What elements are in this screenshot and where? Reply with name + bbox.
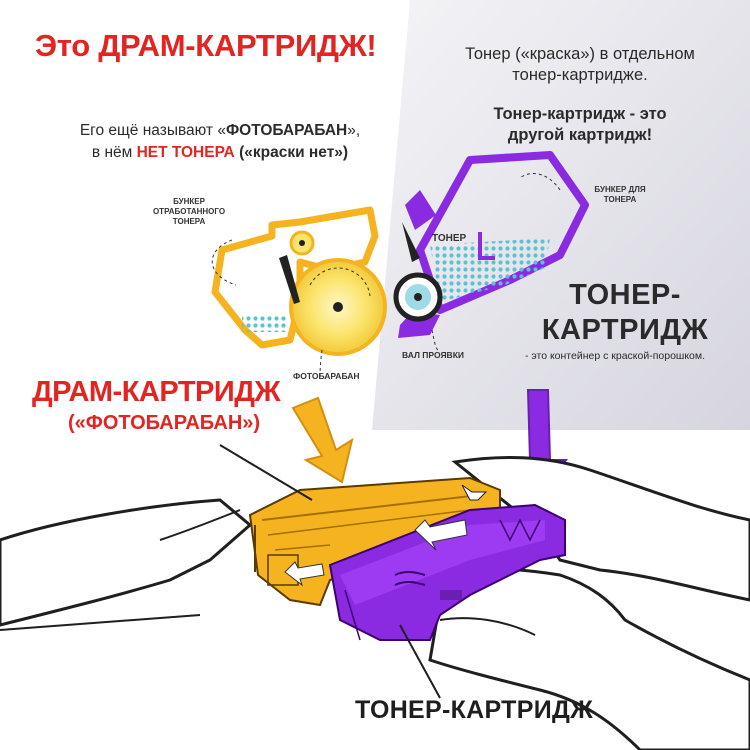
subtitle-line1-prefix: Его ещё называют « (79, 122, 226, 139)
drum-arrow (291, 396, 354, 484)
insert-arrows (284, 519, 468, 587)
title-emphasis: ДРАМ-КАРТРИДЖ! (98, 28, 377, 63)
photodrum-label: ФОТОБАРАБАН (293, 371, 360, 381)
drum-cartridge-title: ДРАМ-КАРТРИДЖ (32, 376, 281, 408)
subtitle-line1-suffix: », (347, 122, 361, 139)
toner-leader-line (399, 624, 441, 699)
bottom-toner-label: ТОНЕР-КАРТРИДЖ (355, 696, 594, 724)
subtitle-line2-red: НЕТ ТОНЕРА (136, 144, 235, 161)
background-panel (372, 0, 750, 430)
right-line1: Тонер («краска») в отдельном (465, 45, 695, 63)
toner-title-line2: КАРТРИДЖ (541, 314, 709, 346)
toner-cartridge-body (328, 503, 566, 641)
subtitle-line1-bold: ФОТОБАРАБАН (225, 122, 348, 139)
toner-cartridge-description: - это контейнер с краской-порошком. (524, 350, 706, 362)
title-prefix: Это (35, 28, 99, 63)
right-emph2: другой картридж! (507, 126, 653, 144)
subtitle-line2-prefix: в нём (91, 144, 137, 161)
subtitle: Его ещё называют «ФОТОБАРАБАН», в нём НЕ… (40, 120, 400, 164)
toner-bunker-label: БУНКЕР ДЛЯ ТОНЕРА (594, 185, 646, 204)
toner-label: ТОНЕР (432, 233, 467, 244)
toner-cross-section (393, 151, 589, 353)
toner-cartridge-title: ТОНЕР- КАРТРИДЖ (520, 278, 730, 348)
waste-bunker-label: БУНКЕР ОТРАБОТАННОГО ТОНЕРА (152, 197, 226, 226)
page-title: Это ДРАМ-КАРТРИДЖ! (35, 28, 377, 64)
subtitle-line2-bold: («краски нет») (234, 144, 349, 161)
right-line2: тонер-картридже. (512, 66, 648, 84)
drum-cross-section (211, 206, 387, 381)
developer-roller-label: ВАЛ ПРОЯВКИ (402, 350, 464, 360)
right-emph1: Тонер-картридж - это (493, 105, 667, 123)
right-block-intro: Тонер («краска») в отдельном тонер-картр… (420, 44, 740, 86)
drum-leader-line (219, 444, 313, 501)
right-block-emphasis: Тонер-картридж - это другой картридж! (420, 104, 740, 146)
hands-illustration (0, 455, 750, 750)
toner-title-line1: ТОНЕР- (569, 279, 681, 311)
drum-cartridge-subtitle: («ФОТОБАРАБАН») (68, 412, 261, 434)
